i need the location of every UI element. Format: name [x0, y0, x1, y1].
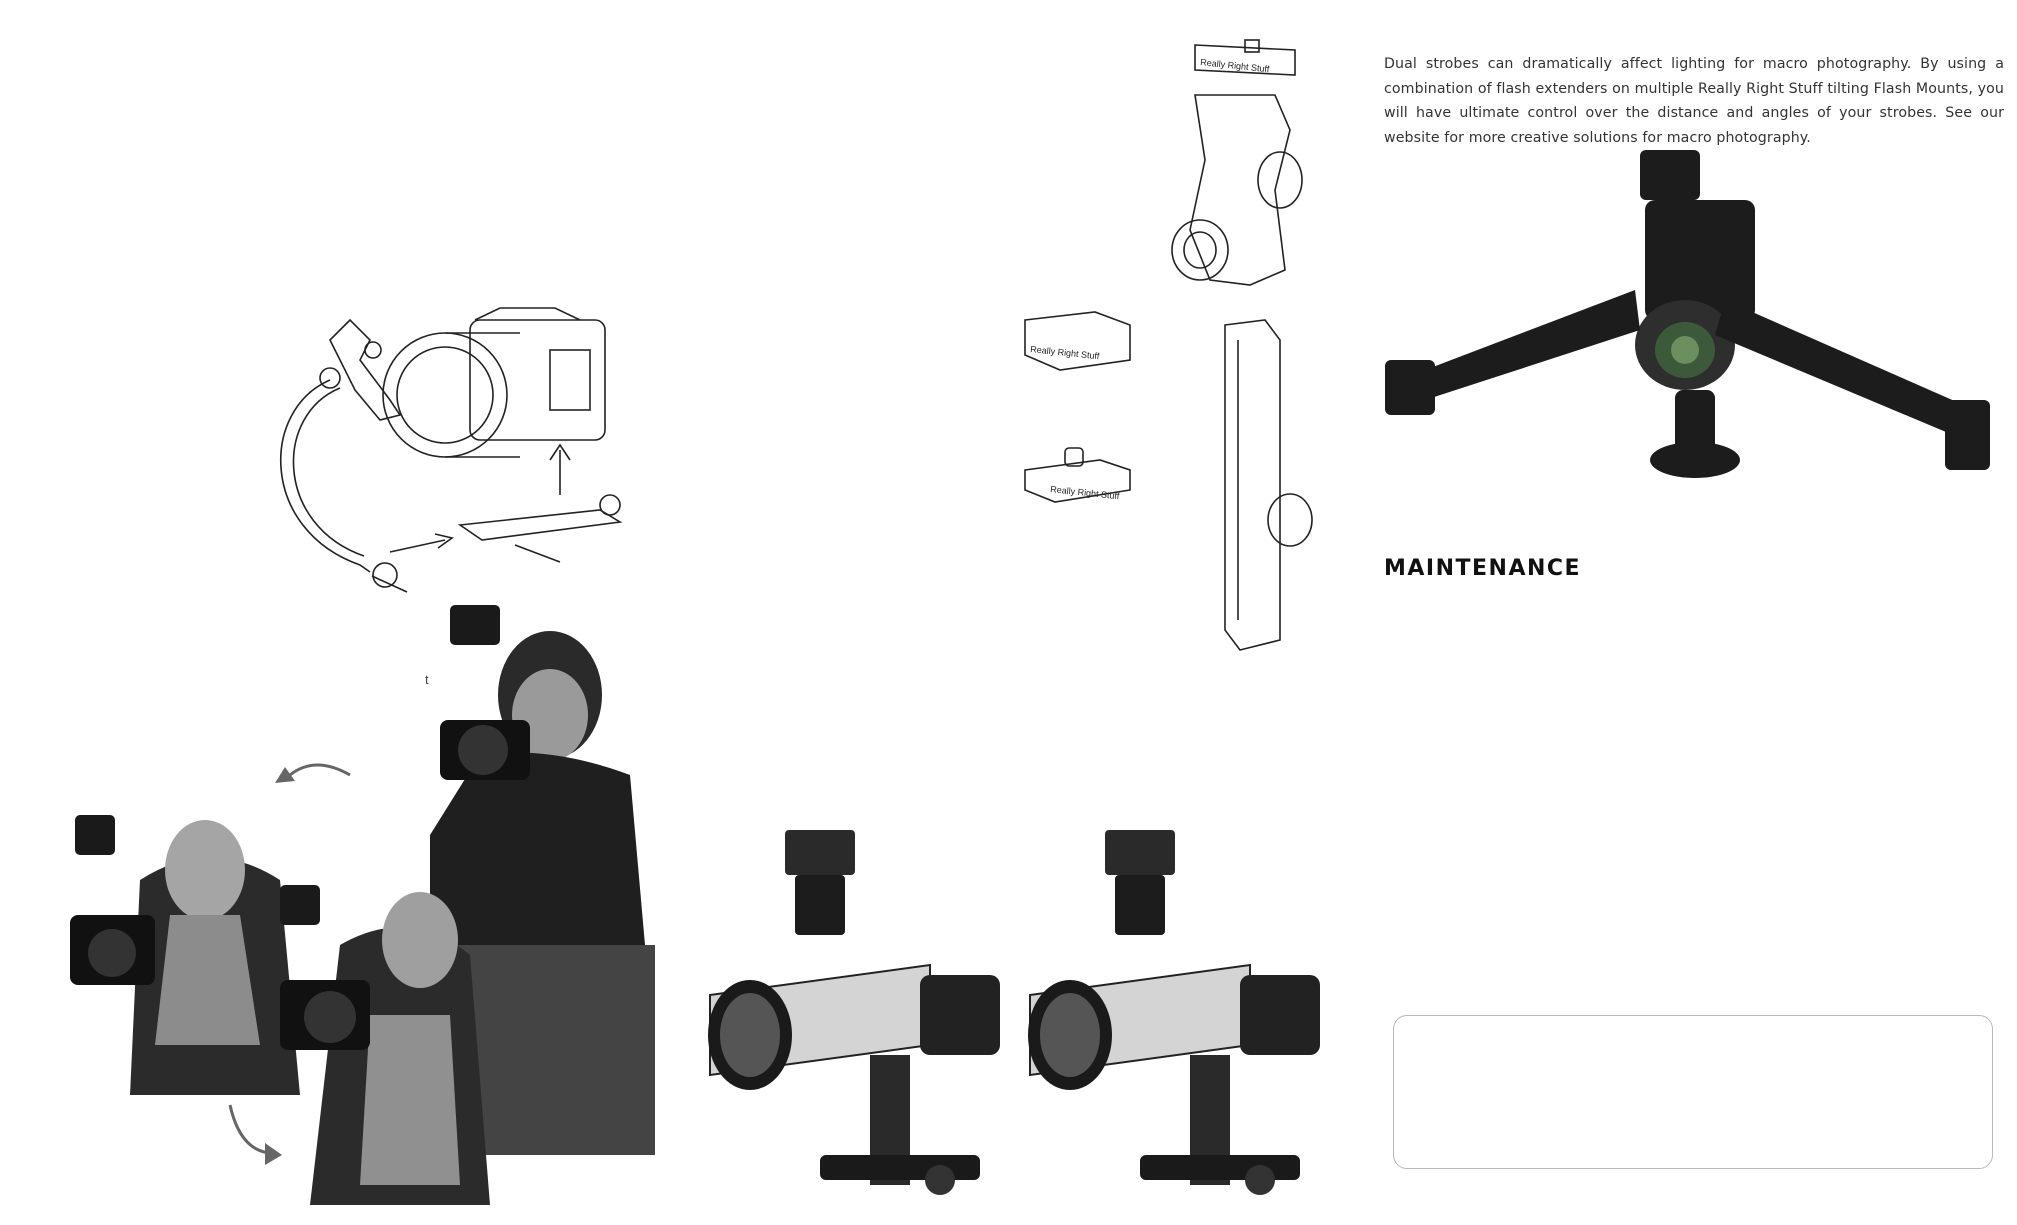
flash-bracket-diagram: [279, 307, 623, 593]
woman-camera-sequence-photos: [70, 605, 655, 1205]
macro-rig-photo: [1385, 150, 1990, 478]
body-paragraph: Dual strobes can dramatically affect lig…: [1384, 56, 2004, 146]
brand-label-plate: Really Right Stuff: [1050, 484, 1121, 501]
flash-mount-parts-diagram: Really Right Stuff Really Right Stuff Re…: [1024, 39, 1313, 651]
note-box: [1393, 1015, 1993, 1169]
stray-glyph: t: [425, 672, 429, 687]
brand-label-small-clamp: Really Right Stuff: [1030, 344, 1101, 361]
telephoto-flash-rig-photos: [708, 830, 1320, 1195]
section-heading: MAINTENANCE: [1384, 556, 1582, 581]
